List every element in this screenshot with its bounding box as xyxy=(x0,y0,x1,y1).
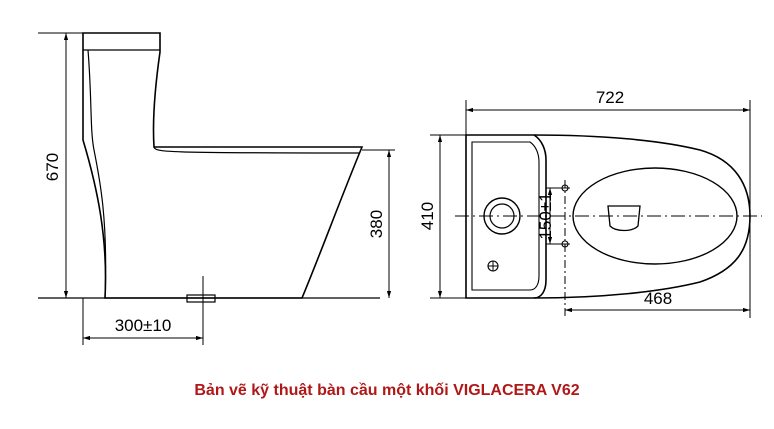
dim-label-722: 722 xyxy=(596,88,624,107)
dim-label-468: 468 xyxy=(644,289,672,308)
dim-label-150: 150±1 xyxy=(536,192,555,239)
drawing-caption: Bản vẽ kỹ thuật bàn cầu một khối VIGLACE… xyxy=(194,382,580,399)
body-contour-line xyxy=(87,49,107,299)
side-view: 670 380 300±10 xyxy=(38,32,395,345)
outlet-detail xyxy=(607,205,641,232)
side-profile xyxy=(82,32,364,299)
dim-label-380: 380 xyxy=(367,210,386,238)
dim-label-410: 410 xyxy=(418,202,437,230)
dim-label-670: 670 xyxy=(43,153,62,181)
dim-label-300: 300±10 xyxy=(115,316,172,335)
tank-inner xyxy=(471,141,540,291)
seat-rim-line xyxy=(153,146,361,154)
top-view: 722 410 150±1 468 xyxy=(418,88,762,318)
drain-fitting xyxy=(186,294,216,303)
